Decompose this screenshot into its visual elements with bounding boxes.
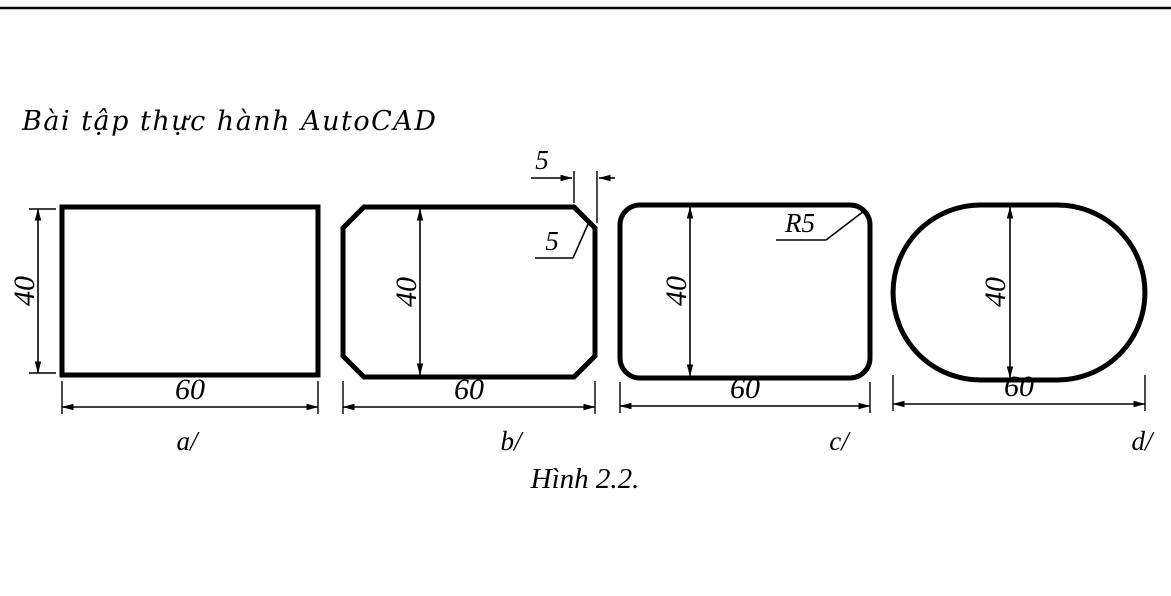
figure-b-chamfer-leader-line <box>572 221 590 259</box>
figure-a-label: a/ <box>176 426 200 456</box>
figure-a-rectangle-outline <box>59 204 321 378</box>
figure-a-width-value: 60 <box>175 373 205 406</box>
figure-c-rounded-outline <box>617 202 873 381</box>
figure-b-width-value: 60 <box>454 373 484 406</box>
figure-c-radius-value: R5 <box>784 208 815 238</box>
figure-a: 40 60 a/ <box>8 204 321 456</box>
figure-d: 40 60 d/ <box>890 202 1155 456</box>
figure-b-chamfered-outline <box>340 204 598 380</box>
figure-d-height-value: 40 <box>979 277 1012 307</box>
figure-d-width-value: 60 <box>1004 370 1034 403</box>
figure-c: 40 60 R5 c/ <box>617 202 873 456</box>
figure-d-label: d/ <box>1131 426 1155 456</box>
figure-caption: Hình 2.2. <box>530 463 640 495</box>
figure-d-stadium-outline <box>890 202 1148 383</box>
figure-c-label: c/ <box>829 426 851 456</box>
figure-b-chamfer-width-value: 5 <box>535 145 549 175</box>
figure-b: 40 60 5 5 b/ <box>340 145 615 456</box>
figure-b-height-value: 40 <box>390 277 423 307</box>
figure-b-label: b/ <box>500 426 524 456</box>
figure-c-height-value: 40 <box>660 276 693 306</box>
figure-c-width-value: 60 <box>730 372 760 405</box>
header-title: Bài tập thực hành AutoCAD <box>21 106 437 137</box>
figure-a-height-value: 40 <box>8 276 41 306</box>
figure-c-radius-leader-line <box>825 210 865 241</box>
figure-b-chamfer-height-value: 5 <box>545 226 559 256</box>
